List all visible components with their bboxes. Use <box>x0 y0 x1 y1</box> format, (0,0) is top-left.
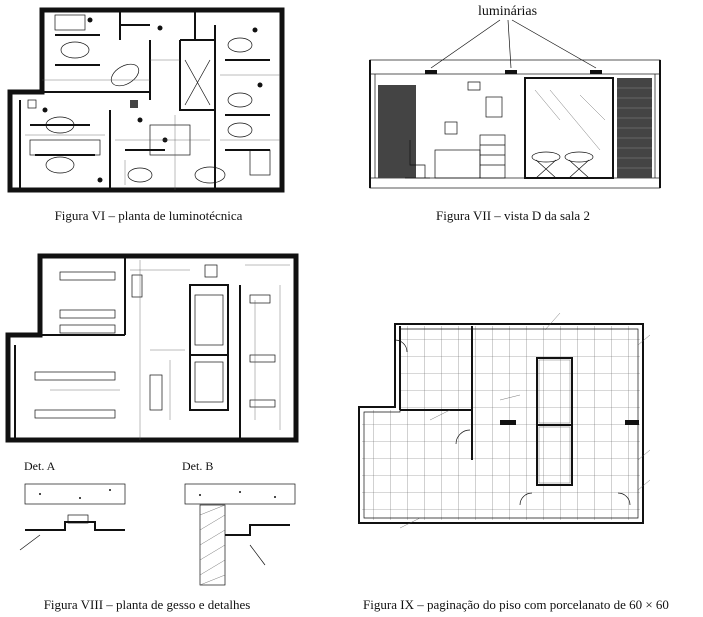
detail-b-label: Det. B <box>182 459 214 473</box>
figure-ix-caption: Figura IX – paginação do piso com porcel… <box>363 597 669 612</box>
luminaires-annotation: luminárias <box>478 4 538 19</box>
figure-viii-caption: Figura VIII – planta de gesso e detalhes <box>43 597 251 612</box>
figure-vi-caption: Figura VI – planta de luminotécnica <box>54 208 243 223</box>
figure-vii-caption: Figura VII – vista D da sala 2 <box>436 208 590 223</box>
detail-a-label: Det. A <box>24 459 56 473</box>
